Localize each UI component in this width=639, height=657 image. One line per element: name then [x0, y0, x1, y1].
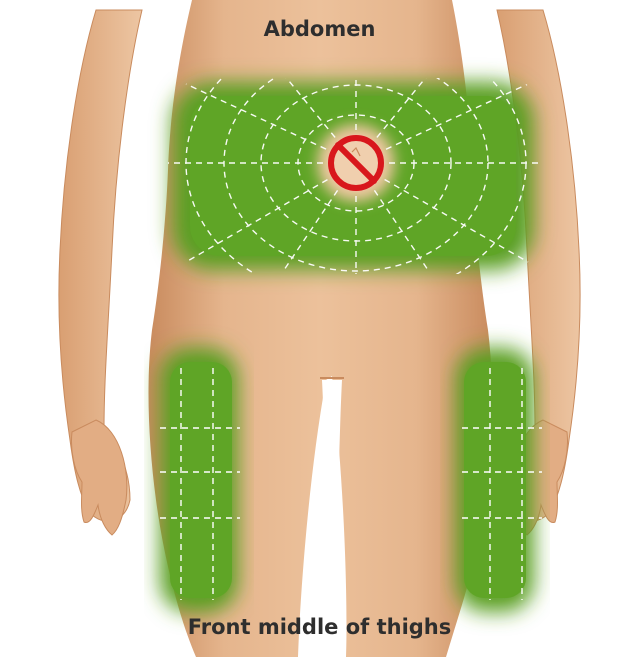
right-thigh-injection-zone	[456, 348, 542, 612]
thighs-label: Front middle of thighs	[0, 615, 639, 639]
left-thigh-injection-zone	[160, 348, 240, 612]
no-entry-icon	[327, 134, 385, 192]
abdomen-label: Abdomen	[0, 17, 639, 41]
